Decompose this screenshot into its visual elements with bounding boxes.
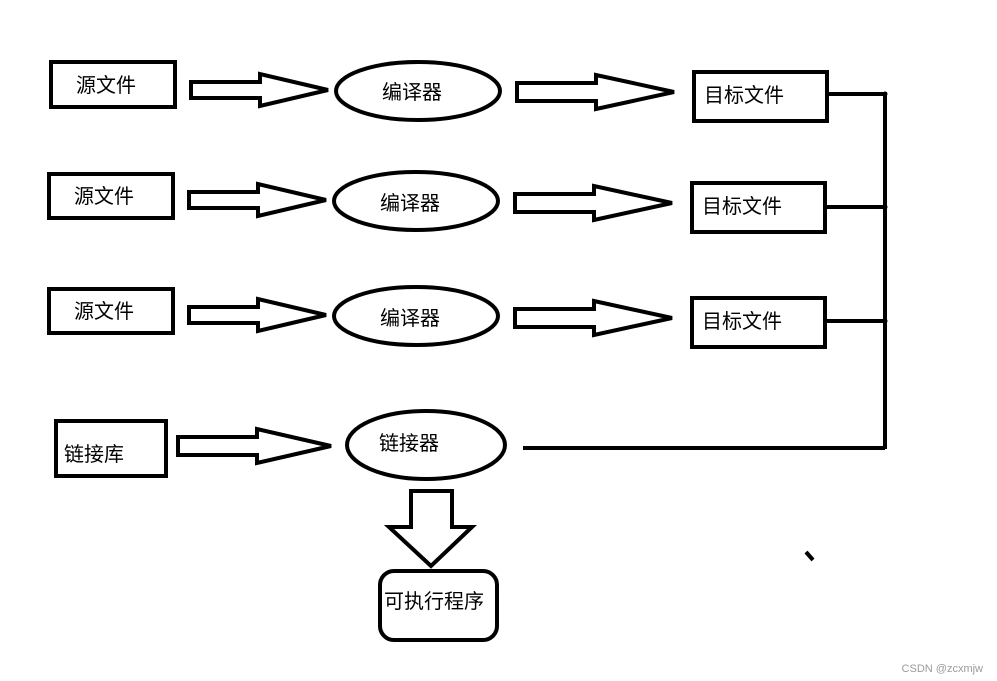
arrow-source-to-compiler-3 (187, 296, 327, 334)
compiler-label-3: 编译器 (380, 306, 440, 330)
compiler-ellipse-3 (332, 285, 500, 347)
watermark: CSDN @zcxmjw (901, 663, 983, 675)
arrow-source-to-compiler-1 (189, 71, 329, 109)
source-file-box-2 (47, 172, 175, 220)
source-file-label-2: 源文件 (74, 184, 134, 208)
arrow-source-to-compiler-2 (187, 181, 327, 219)
arrow-compiler-to-target-3 (513, 298, 673, 338)
linker-ellipse (345, 409, 507, 481)
compiler-label-2: 编译器 (380, 191, 440, 215)
compiler-ellipse-2 (332, 170, 500, 232)
arrow-library-to-linker (176, 426, 332, 466)
source-file-label-3: 源文件 (74, 299, 134, 323)
source-file-box-3 (47, 287, 175, 335)
library-box (54, 419, 168, 478)
executable-label: 可执行程序 (384, 589, 484, 613)
arrow-linker-to-executable (383, 489, 478, 569)
arrow-compiler-to-target-2 (513, 183, 673, 223)
arrow-compiler-to-target-1 (515, 72, 675, 112)
junction-dot-2 (882, 204, 888, 210)
source-file-box-1 (49, 60, 177, 109)
target-file-label-3: 目标文件 (702, 309, 782, 333)
executable-box (378, 569, 499, 642)
target-file-label-2: 目标文件 (702, 194, 782, 218)
source-file-label-1: 源文件 (76, 73, 136, 97)
compiler-label-1: 编译器 (382, 80, 442, 104)
compiler-ellipse-1 (334, 60, 502, 122)
linker-label: 链接器 (379, 431, 439, 455)
junction-dot-1 (882, 91, 888, 97)
target-file-box-1 (692, 70, 829, 123)
library-label: 链接库 (64, 442, 124, 466)
target-file-label-1: 目标文件 (704, 83, 784, 107)
stray-mark (804, 550, 815, 562)
junction-dot-3 (882, 318, 888, 324)
